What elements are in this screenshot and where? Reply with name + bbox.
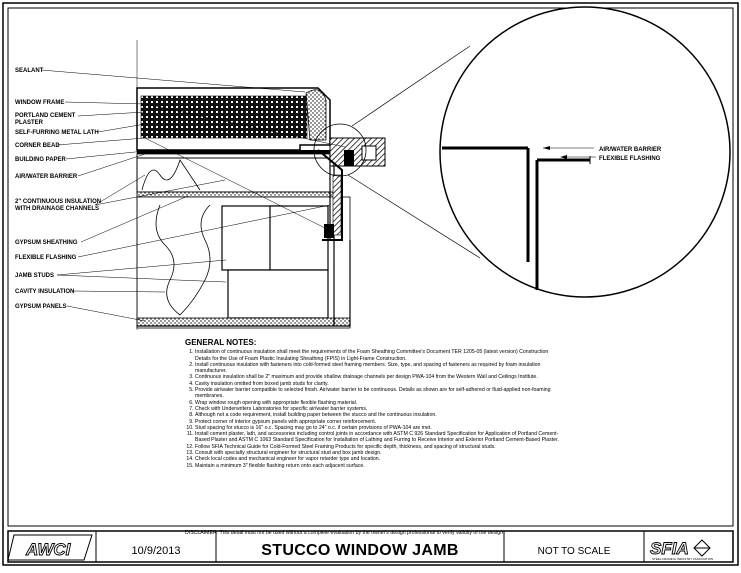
label-corner-bead: CORNER BEAD (15, 143, 60, 149)
note-item: Check local codes and mechanical enginee… (195, 456, 565, 462)
corner-bead (324, 224, 334, 238)
inner-border (7, 7, 734, 527)
label-building-paper: BUILDING PAPER (15, 157, 67, 163)
awci-logo: AWCI (7, 534, 93, 561)
note-item: Continuous insulation shall be 2" maximu… (195, 374, 565, 380)
svg-text:AWCI: AWCI (25, 540, 72, 559)
left-labels: SEALANT WINDOW FRAME PORTLAND CEMENT PLA… (15, 68, 346, 322)
building-paper (137, 150, 333, 154)
enlarged-detail-circle (439, 6, 731, 298)
note-item: Install continuous insulation with faste… (195, 362, 565, 375)
note-item: Stud spacing for stucco is 16" o.c. Spac… (195, 425, 565, 431)
svg-text:STEEL FRAMING INDUSTRY ASSOCIA: STEEL FRAMING INDUSTRY ASSOCIATION (652, 557, 713, 561)
note-item: Protect corner of interior gypsum panels… (195, 419, 565, 425)
label-drainage-channels: WITH DRAINAGE CHANNELS (15, 206, 99, 212)
drawing-date: 10/9/2013 (131, 545, 181, 557)
metal-lath (140, 95, 308, 139)
note-item: Although not a code requirement, install… (195, 412, 565, 418)
jamb-stud-2 (269, 205, 329, 271)
title-block: AWCI SFIA STEEL FRAMING INDUSTRY ASSOCIA… (7, 530, 734, 563)
label-cavity-insulation: CAVITY INSULATION (15, 289, 74, 295)
wall-assembly (136, 40, 386, 330)
jamb-stud-3 (227, 269, 329, 319)
cavity-insulation (155, 204, 211, 316)
note-item: Wrap window rough opening with appropria… (195, 400, 565, 406)
general-notes: GENERAL NOTES: Installation of continuou… (185, 338, 565, 469)
note-item: Maintain a minimum 3" flexible flashing … (195, 463, 565, 469)
drawing-title: STUCCO WINDOW JAMB (261, 542, 459, 559)
note-item: Provide air/water barrier compatible to … (195, 387, 565, 400)
detail-callout: AIR/WATER BARRIER FLEXIBLE FLASHING (313, 6, 731, 298)
label-sealant: SEALANT (15, 68, 44, 74)
svg-text:SFIA: SFIA (650, 539, 689, 558)
label-continuous-insulation: 2" CONTINUOUS INSULATION (15, 199, 101, 205)
label-flexible-flashing: FLEXIBLE FLASHING (15, 255, 77, 261)
label-portland-cement: PORTLAND CEMENT (15, 113, 76, 119)
detail-label-flexible-flashing: FLEXIBLE FLASHING (599, 156, 661, 162)
label-window-frame: WINDOW FRAME (15, 100, 64, 106)
note-item: Install cement plaster, lath, and access… (195, 431, 565, 444)
note-item: Check with Underwriters Laboratories for… (195, 406, 565, 412)
note-item: Consult with specialty structural engine… (195, 450, 565, 456)
label-gypsum-panels: GYPSUM PANELS (15, 304, 67, 310)
label-air-water-barrier: AIR/WATER BARRIER (15, 174, 78, 180)
sealant (305, 89, 327, 141)
note-item: Cavity insulation omitted from boxed jam… (195, 381, 565, 387)
label-plaster: PLASTER (15, 120, 44, 126)
note-item: Installation of continuous insulation sh… (195, 349, 565, 362)
note-item: Follow SFIA Technical Guide for Cold-For… (195, 444, 565, 450)
gypsum-panels (136, 317, 351, 327)
insulation-lines (141, 159, 201, 191)
sfia-logo: SFIA STEEL FRAMING INDUSTRY ASSOCIATION (650, 539, 714, 561)
detail-label-air-water-barrier: AIR/WATER BARRIER (599, 147, 662, 153)
notes-title: GENERAL NOTES: (185, 338, 257, 347)
drawing-scale: NOT TO SCALE (537, 545, 611, 557)
label-metal-lath: SELF-FURRING METAL LATH (15, 130, 99, 136)
window-frame (329, 137, 386, 167)
notes-list: Installation of continuous insulation sh… (185, 349, 565, 469)
gypsum-sheathing (136, 191, 334, 198)
label-gypsum-sheathing: GYPSUM SHEATHING (15, 240, 78, 246)
label-jamb-studs: JAMB STUDS (15, 273, 54, 279)
flexible-flashing (317, 149, 343, 241)
disclaimer: DISCLAIMER: This detail must not be used… (185, 530, 505, 536)
outer-border (2, 2, 739, 566)
